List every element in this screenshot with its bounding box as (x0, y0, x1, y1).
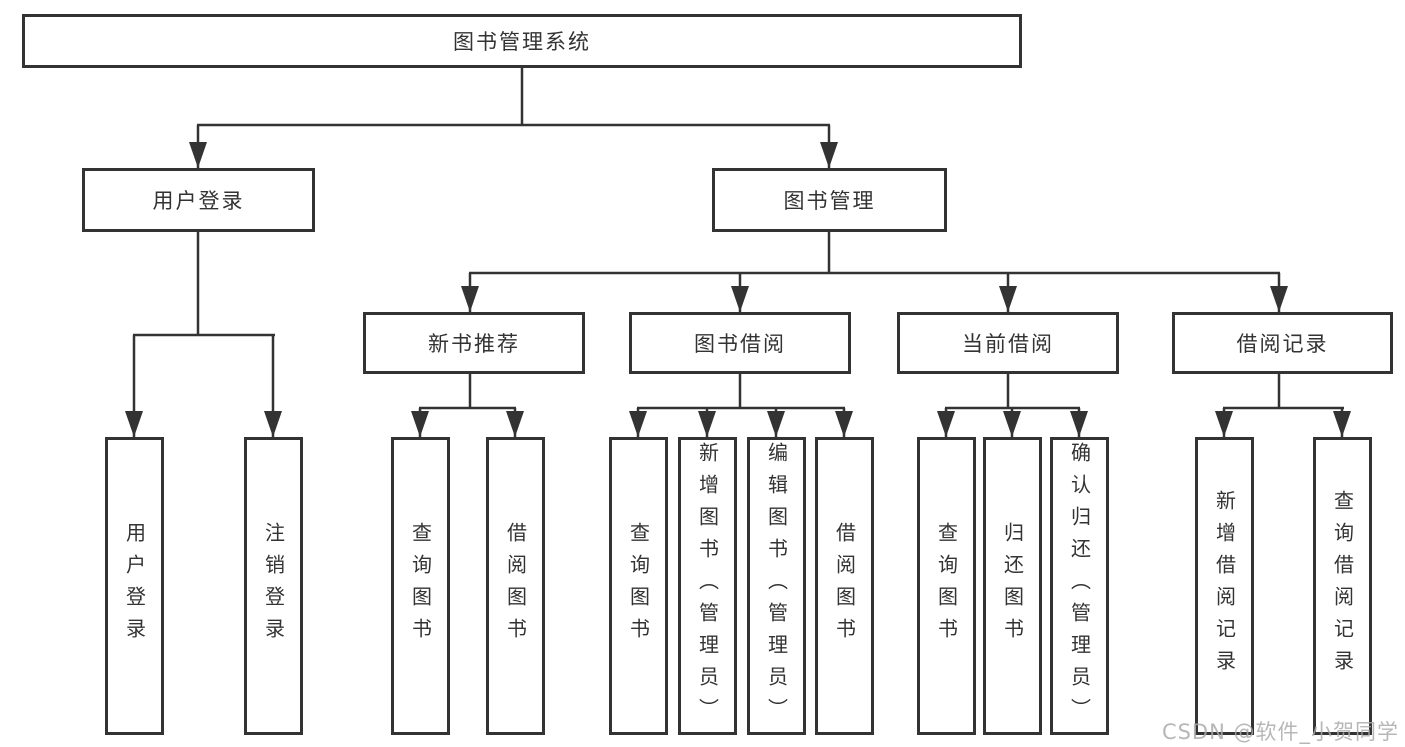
node-book-management: 图书管理 (712, 168, 947, 232)
leaf-query-borrow-record: 查询借阅记录 (1313, 437, 1372, 735)
node-label: 图书管理 (783, 189, 876, 213)
leaf-label: 新增图书（管理员） (695, 442, 720, 730)
node-label: 借阅记录 (1236, 332, 1329, 356)
node-label: 图书管理系统 (453, 30, 591, 54)
leaf-edit-book-admin: 编辑图书（管理员） (747, 437, 806, 735)
node-label: 新书推荐 (428, 332, 520, 356)
leaf-label: 查询图书 (408, 522, 433, 650)
leaf-label: 查询图书 (626, 522, 651, 650)
node-label: 用户登录 (152, 189, 245, 213)
node-label: 图书借阅 (694, 332, 786, 356)
leaf-query-books-recommend: 查询图书 (391, 437, 450, 735)
node-user-login: 用户登录 (82, 168, 315, 232)
leaf-label: 查询借阅记录 (1330, 490, 1355, 682)
leaf-query-books-borrow: 查询图书 (609, 437, 668, 735)
leaf-return-book: 归还图书 (983, 437, 1042, 735)
node-new-book-recommend: 新书推荐 (363, 312, 585, 374)
leaf-label: 注销登录 (261, 522, 286, 650)
leaf-borrow-books: 借阅图书 (815, 437, 874, 735)
leaf-add-book-admin: 新增图书（管理员） (678, 437, 737, 735)
leaf-label: 确认归还（管理员） (1067, 442, 1092, 730)
node-current-borrow: 当前借阅 (897, 312, 1119, 374)
leaf-label: 新增借阅记录 (1212, 490, 1237, 682)
leaf-logout: 注销登录 (244, 437, 303, 735)
leaf-add-borrow-record: 新增借阅记录 (1195, 437, 1254, 735)
leaf-query-books-current: 查询图书 (917, 437, 976, 735)
node-root-system: 图书管理系统 (22, 14, 1022, 68)
leaf-label: 编辑图书（管理员） (764, 442, 789, 730)
watermark: CSDN @软件_小贺同学 (1161, 720, 1399, 744)
leaf-confirm-return-admin: 确认归还（管理员） (1050, 437, 1109, 735)
leaf-borrow-books-recommend: 借阅图书 (486, 437, 545, 735)
node-book-borrow: 图书借阅 (629, 312, 851, 374)
node-label: 当前借阅 (962, 332, 1054, 356)
leaf-label: 用户登录 (122, 522, 147, 650)
leaf-user-login: 用户登录 (105, 437, 164, 735)
node-borrow-records: 借阅记录 (1172, 312, 1393, 374)
leaf-label: 借阅图书 (503, 522, 528, 650)
leaf-label: 归还图书 (1000, 522, 1025, 650)
leaf-label: 借阅图书 (832, 522, 857, 650)
leaf-label: 查询图书 (934, 522, 959, 650)
